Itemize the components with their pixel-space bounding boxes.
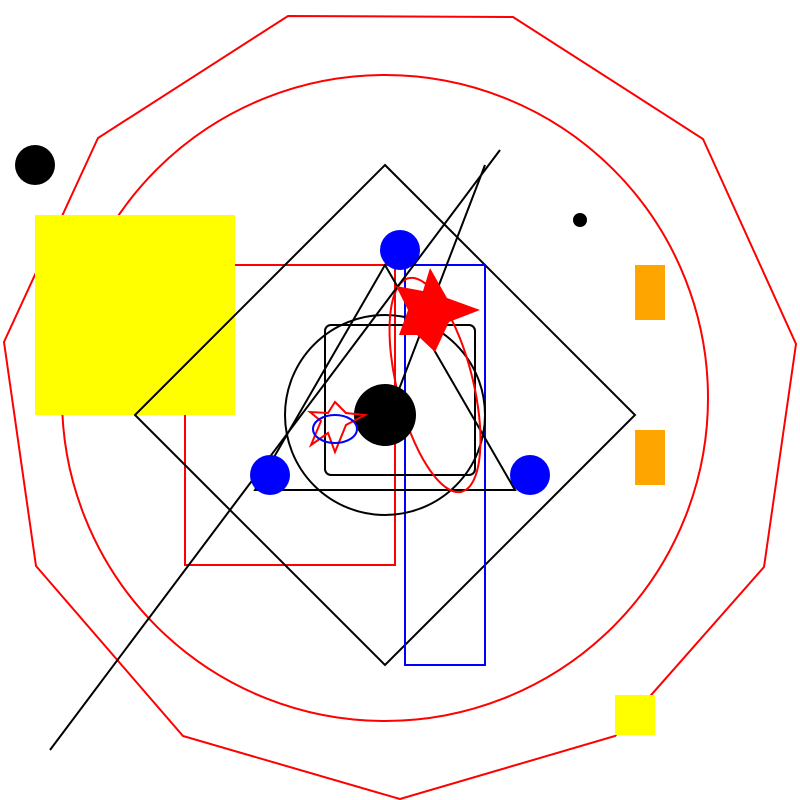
center-black-dot — [354, 384, 416, 446]
diamond-outline — [133, 163, 637, 667]
rounded-square-outline — [324, 324, 476, 476]
blue-dot-left — [250, 455, 290, 495]
inner-circle-outline — [284, 314, 486, 516]
blue-dot-top — [380, 230, 420, 270]
diagonal-line-long — [49, 149, 501, 751]
small-red-star-outline — [306, 400, 369, 455]
decagon-outline — [2, 14, 798, 800]
blue-dot-right — [510, 455, 550, 495]
black-dot-large — [15, 145, 55, 185]
orange-rectangle-lower — [635, 430, 665, 485]
black-dot-small — [573, 213, 587, 227]
small-yellow-square — [615, 695, 655, 735]
red-star — [396, 268, 480, 352]
orange-rectangle-upper — [635, 265, 665, 320]
triangle-outline — [253, 263, 517, 491]
blue-rectangle-outline — [404, 264, 486, 666]
yellow-square — [35, 215, 235, 415]
small-blue-ellipse-outline — [312, 414, 358, 444]
